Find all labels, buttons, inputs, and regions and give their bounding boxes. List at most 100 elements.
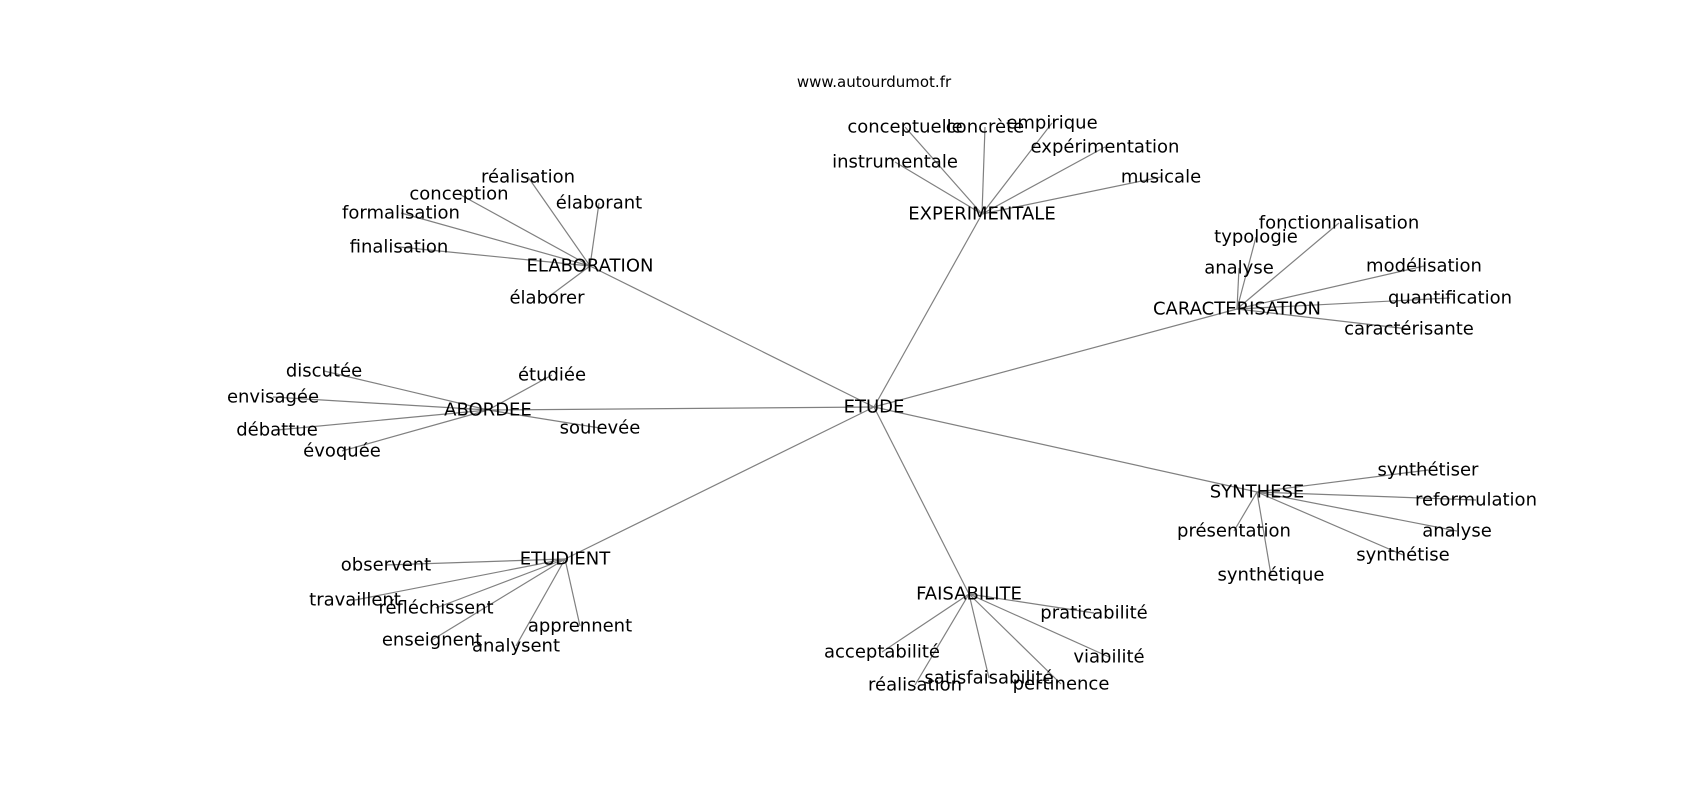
center-node: ETUDE xyxy=(844,397,905,418)
word-node: fonctionnalisation xyxy=(1259,213,1419,234)
edge-caracterisation-word xyxy=(1236,265,1425,310)
edge-faisabilite-word xyxy=(968,593,990,679)
edge-elaboration-word xyxy=(458,193,591,267)
word-node: présentation xyxy=(1177,521,1291,542)
edge-center-abordee xyxy=(487,406,875,411)
word-node: travaillent xyxy=(309,590,401,611)
hub-node-elaboration: ELABORATION xyxy=(527,256,654,277)
word-node: reformulation xyxy=(1415,490,1537,511)
edge-experimentale-word xyxy=(894,161,983,215)
word-node: synthétise xyxy=(1356,545,1450,566)
edge-experimentale-word xyxy=(981,122,1053,215)
word-node: débattue xyxy=(236,420,318,441)
edge-elaboration-word xyxy=(527,176,591,267)
edge-elaboration-word xyxy=(589,202,600,267)
edge-faisabilite-word xyxy=(968,593,1095,614)
edge-caracterisation-word xyxy=(1236,236,1257,310)
word-node: expérimentation xyxy=(1031,137,1180,158)
edge-faisabilite-word xyxy=(881,593,970,653)
word-node: formalisation xyxy=(342,203,460,224)
word-node: soulevée xyxy=(560,418,641,439)
word-node: concrète xyxy=(946,117,1024,138)
word-node: discutée xyxy=(286,361,362,382)
word-node: réalisation xyxy=(868,675,962,696)
word-node: finalisation xyxy=(350,237,449,258)
word-node: réalisation xyxy=(481,167,575,188)
word-node: réfléchissent xyxy=(378,598,493,619)
edge-layer xyxy=(272,122,1477,686)
edge-etudient-word xyxy=(385,558,566,566)
word-node: synthétique xyxy=(1218,565,1325,586)
hub-node-faisabilite: FAISABILITE xyxy=(916,584,1022,605)
edge-caracterisation-word xyxy=(1236,222,1340,310)
word-node: instrumentale xyxy=(832,152,958,173)
edge-synthese-word xyxy=(1256,491,1272,576)
edge-experimentale-word xyxy=(981,176,1162,215)
hub-node-etudient: ETUDIENT xyxy=(520,549,612,570)
hub-node-experimentale: EXPERIMENTALE xyxy=(908,204,1055,225)
edge-etudient-word xyxy=(354,558,566,601)
word-node: caractérisante xyxy=(1344,319,1474,340)
edge-elaboration-word xyxy=(546,265,591,299)
edge-etudient-word xyxy=(564,558,581,627)
word-node: apprennent xyxy=(528,616,632,637)
word-node: quantification xyxy=(1388,288,1512,309)
hub-node-synthese: SYNTHESE xyxy=(1210,482,1305,503)
word-node: conception xyxy=(409,184,508,205)
word-node: viabilité xyxy=(1073,647,1144,668)
edge-experimentale-word xyxy=(904,126,983,215)
edge-center-caracterisation xyxy=(873,308,1238,408)
hub-node-caracterisation: CARACTERISATION xyxy=(1153,299,1321,320)
word-node: enseignent xyxy=(382,630,482,651)
edge-faisabilite-word xyxy=(914,593,970,686)
edge-abordee-word xyxy=(276,409,489,431)
word-node: étudiée xyxy=(518,365,586,386)
edge-caracterisation-word xyxy=(1236,297,1451,310)
word-node: observent xyxy=(341,555,431,576)
edge-experimentale-word xyxy=(981,126,986,215)
word-node: pertinence xyxy=(1013,674,1110,695)
edge-abordee-word xyxy=(487,409,601,429)
word-node: typologie xyxy=(1214,227,1298,248)
word-node: analyse xyxy=(1204,258,1274,279)
word-node: empirique xyxy=(1006,113,1097,134)
word-node: acceptabilité xyxy=(824,642,940,663)
edge-etudient-word xyxy=(515,558,566,647)
source-url: www.autourdumot.fr xyxy=(797,73,952,91)
word-node: analyse xyxy=(1422,521,1492,542)
edge-center-faisabilite xyxy=(873,406,970,595)
word-node: musicale xyxy=(1121,167,1201,188)
edge-faisabilite-word xyxy=(968,593,1062,685)
word-node: synthétiser xyxy=(1378,460,1479,481)
edge-abordee-word xyxy=(341,409,489,452)
edge-synthese-word xyxy=(1233,491,1258,532)
edge-center-etudient xyxy=(564,406,875,560)
word-node: élaborer xyxy=(509,288,585,309)
edge-abordee-word xyxy=(272,396,489,411)
word-node: conceptuelle xyxy=(847,117,962,138)
word-node: praticabilité xyxy=(1040,603,1147,624)
edge-faisabilite-word xyxy=(968,593,1110,658)
edge-synthese-word xyxy=(1256,469,1429,493)
edge-abordee-word xyxy=(323,370,489,411)
word-node: évoquée xyxy=(303,441,381,462)
edge-etudient-word xyxy=(435,558,566,609)
word-node: élaborant xyxy=(556,193,642,214)
edge-center-elaboration xyxy=(589,265,875,408)
edge-synthese-word xyxy=(1256,491,1458,532)
edge-elaboration-word xyxy=(400,212,591,267)
edge-caracterisation-word xyxy=(1236,308,1410,330)
edge-experimentale-word xyxy=(981,146,1106,215)
word-node: envisagée xyxy=(227,387,319,408)
edge-abordee-word xyxy=(487,374,553,411)
hub-node-abordee: ABORDEE xyxy=(444,400,532,421)
edge-caracterisation-word xyxy=(1236,267,1240,310)
edge-synthese-word xyxy=(1256,491,1404,556)
word-node: modélisation xyxy=(1366,256,1482,277)
word-node: satisfaisabilité xyxy=(924,668,1053,689)
edge-synthese-word xyxy=(1256,491,1477,501)
edge-center-experimentale xyxy=(873,213,983,408)
edge-elaboration-word xyxy=(398,246,591,267)
edge-center-synthese xyxy=(873,406,1258,493)
